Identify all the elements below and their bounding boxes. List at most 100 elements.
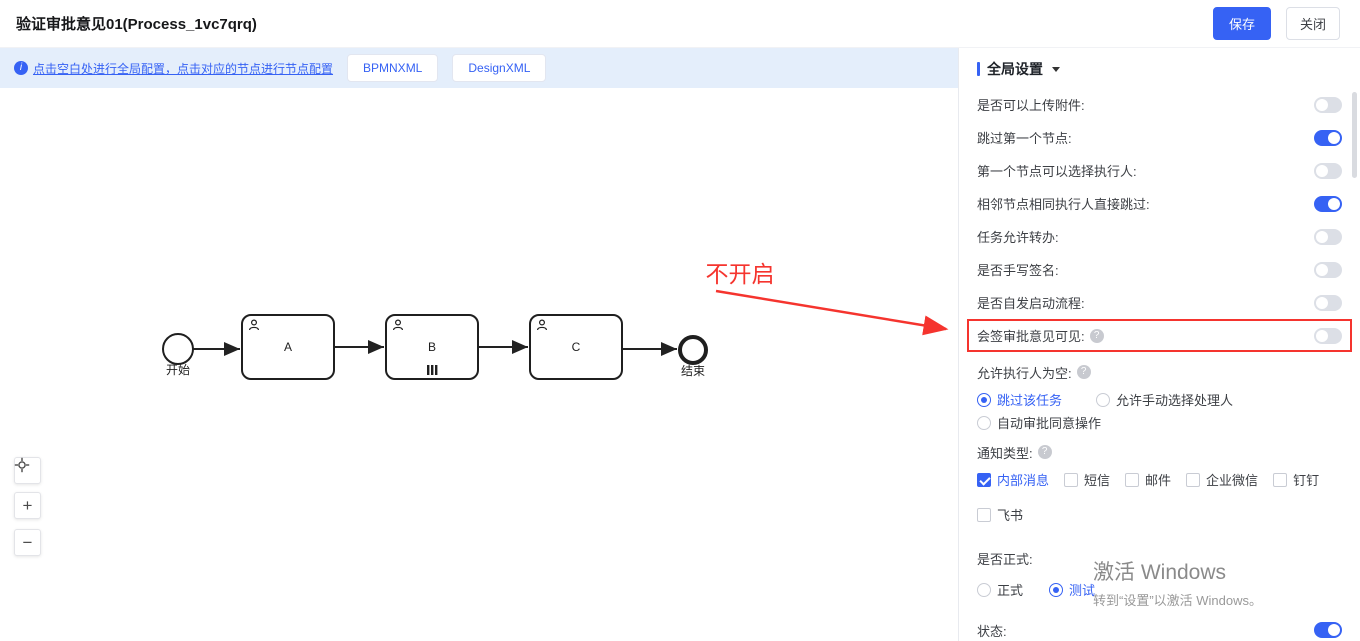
toggle-switch[interactable] [1314, 261, 1342, 278]
radio-formal[interactable]: 正式 [977, 580, 1023, 599]
setting-row-countersign-opinion-visible: 会签审批意见可见: [967, 319, 1352, 352]
help-icon[interactable] [1089, 328, 1104, 343]
radio-row: 正式 测试 [977, 580, 1342, 599]
user-task-icon [249, 319, 259, 331]
section-label: 通知类型: [977, 442, 1342, 462]
radio-icon [1049, 582, 1064, 597]
checkbox-email[interactable]: 邮件 [1125, 470, 1171, 489]
bpmn-task-a[interactable]: A [241, 314, 335, 380]
close-button[interactable]: 关闭 [1285, 7, 1340, 40]
checkbox-icon [1186, 472, 1201, 487]
setting-label: 是否手写签名: [977, 263, 1059, 278]
toggle-switch[interactable] [1314, 294, 1342, 311]
task-a-label: A [284, 340, 292, 354]
bpmn-canvas[interactable]: 开始 A B [0, 88, 958, 641]
user-task-icon [393, 319, 403, 331]
help-icon[interactable] [1076, 365, 1091, 379]
checkbox-row: 飞书 [977, 505, 1342, 524]
radio-icon [1096, 392, 1111, 407]
process-diagram: 开始 A B [162, 261, 949, 380]
save-button[interactable]: 保存 [1212, 7, 1271, 40]
radio-row: 自动审批同意操作 [977, 413, 1342, 432]
info-bar: 点击空白处进行全局配置，点击对应的节点进行节点配置 BPMNXML Design… [0, 48, 958, 88]
checkbox-row: 内部消息 短信 邮件 企业微信 钉钉 [977, 470, 1342, 489]
setting-label: 是否可以上传附件: [977, 98, 1085, 113]
setting-row-skip-first-node: 跳过第一个节点: [977, 121, 1342, 154]
radio-skip-task[interactable]: 跳过该任务 [977, 390, 1062, 409]
panel-title: 全局设置 [987, 61, 1043, 77]
help-icon[interactable] [1037, 445, 1052, 459]
chevron-down-icon [1052, 66, 1060, 72]
checkbox-internal-message[interactable]: 内部消息 [977, 470, 1049, 489]
toggle-switch[interactable] [1314, 327, 1342, 344]
crosshair-icon [14, 457, 30, 473]
zoom-out-button[interactable]: − [14, 529, 41, 556]
global-settings-panel: 全局设置 是否可以上传附件: 跳过第一个节点: 第一个节点可以选择执行人: 相邻… [958, 48, 1360, 641]
toggle-switch[interactable] [1314, 622, 1342, 638]
radio-icon [977, 415, 991, 430]
toggle-switch[interactable] [1314, 129, 1342, 146]
info-icon [14, 61, 28, 75]
section-label: 允许执行人为空: [977, 362, 1342, 382]
checkbox-dingtalk[interactable]: 钉钉 [1273, 470, 1319, 489]
toggle-switch[interactable] [1314, 228, 1342, 245]
task-b-label: B [428, 340, 436, 354]
checkbox-wecom[interactable]: 企业微信 [1186, 470, 1258, 489]
checkbox-icon [977, 507, 991, 522]
bpmn-start-event[interactable]: 开始 [162, 333, 194, 377]
toggle-switch[interactable] [1314, 162, 1342, 179]
toggle-switch[interactable] [1314, 195, 1342, 212]
checkbox-sms[interactable]: 短信 [1064, 470, 1110, 489]
bpmn-xml-button[interactable]: BPMNXML [347, 54, 439, 82]
setting-row-handwritten-signature: 是否手写签名: [977, 253, 1342, 286]
design-xml-button[interactable]: DesignXML [452, 54, 547, 82]
section-label: 是否正式: [977, 551, 1033, 567]
status-row: 状态: [977, 617, 1342, 641]
fit-view-button[interactable] [14, 457, 41, 484]
setting-label: 第一个节点可以选择执行人: [977, 164, 1137, 179]
notify-type-section: 通知类型: 内部消息 短信 邮件 企业微信 钉钉 [977, 442, 1342, 524]
checkbox-icon [1064, 472, 1079, 487]
checkbox-icon [1125, 472, 1140, 487]
radio-test[interactable]: 测试 [1049, 580, 1095, 599]
radio-auto-approve[interactable]: 自动审批同意操作 [977, 413, 1101, 432]
setting-label: 是否自发启动流程: [977, 296, 1085, 311]
setting-row-skip-same-executor: 相邻节点相同执行人直接跳过: [977, 187, 1342, 220]
header-bar: 验证审批意见01(Process_1vc7qrq) 保存 关闭 [0, 0, 1360, 48]
setting-label: 跳过第一个节点: [977, 131, 1072, 146]
setting-row-first-node-choose-executor: 第一个节点可以选择执行人: [977, 154, 1342, 187]
panel-header[interactable]: 全局设置 [977, 50, 1342, 88]
user-task-icon [537, 319, 547, 331]
header-actions: 保存 关闭 [1212, 7, 1340, 40]
checkbox-icon [1273, 472, 1288, 487]
setting-row-allow-transfer: 任务允许转办: [977, 220, 1342, 253]
checkbox-feishu[interactable]: 飞书 [977, 505, 1023, 524]
canvas-controls: + − [14, 457, 41, 556]
setting-row-upload-attachment: 是否可以上传附件: [977, 88, 1342, 121]
empty-executor-section: 允许执行人为空: 跳过该任务 允许手动选择处理人 自动审批同意操作 [977, 362, 1342, 432]
accent-bar [977, 62, 980, 76]
config-hint: 点击空白处进行全局配置，点击对应的节点进行节点配置 [14, 60, 333, 77]
bpmn-end-event[interactable]: 结束 [678, 335, 708, 378]
start-event-label: 开始 [166, 363, 190, 377]
annotation-text: 不开启 [706, 261, 775, 287]
radio-manual-select-handler[interactable]: 允许手动选择处理人 [1096, 390, 1233, 409]
page-title: 验证审批意见01(Process_1vc7qrq) [16, 16, 257, 33]
toggle-switch[interactable] [1314, 96, 1342, 113]
setting-label: 任务允许转办: [977, 230, 1059, 245]
multi-instance-parallel-icon [427, 365, 438, 375]
setting-label: 相邻节点相同执行人直接跳过: [977, 197, 1150, 212]
radio-row: 跳过该任务 允许手动选择处理人 [977, 390, 1342, 409]
config-hint-text: 点击空白处进行全局配置，点击对应的节点进行节点配置 [33, 61, 334, 76]
end-event-label: 结束 [681, 364, 705, 378]
setting-label: 会签审批意见可见: [977, 326, 1104, 345]
radio-icon [977, 392, 991, 407]
formal-section: 是否正式: 正式 测试 [977, 548, 1342, 599]
setting-row-self-start-process: 是否自发启动流程: [977, 286, 1342, 319]
bpmn-task-b[interactable]: B [385, 314, 479, 380]
zoom-in-button[interactable]: + [14, 492, 41, 519]
bpmn-task-c[interactable]: C [529, 314, 623, 380]
panel-scrollbar[interactable] [1352, 92, 1357, 178]
task-c-label: C [572, 340, 581, 354]
annotation-arrow [715, 289, 949, 336]
